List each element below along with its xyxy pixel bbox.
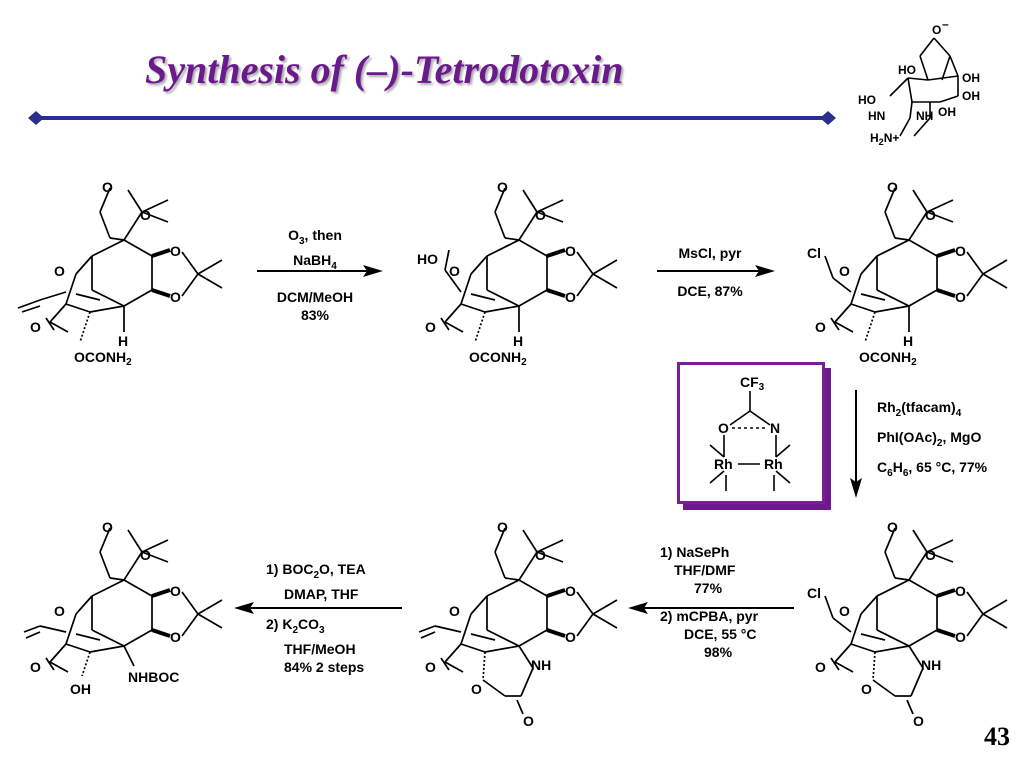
ring-oxygen: O — [839, 263, 850, 279]
ketone-oxygen: O — [425, 659, 436, 675]
ring-oxygen: O — [449, 603, 460, 619]
carbamate-nh: NH — [921, 657, 941, 673]
ketone-oxygen: O — [815, 319, 826, 335]
ketal-oxygen-1: O — [497, 179, 508, 195]
chloro-label: Cl — [807, 245, 821, 261]
nhboc-label: NHBOC — [128, 669, 179, 685]
step1-conditions: O3, then NaBH4 DCM/MeOH 83% — [276, 227, 354, 323]
step2-conditions: MsCl, pyr DCE, 87% — [677, 245, 743, 299]
carbamate-label: OCONH2 — [469, 349, 527, 368]
step3-conditions: Rh2(tfacam)4 PhI(OAc)2, MgO C6H6, 65 °C,… — [877, 399, 988, 479]
svg-text:NH: NH — [916, 109, 933, 123]
ketone-oxygen: O — [30, 659, 41, 675]
ketal-oxygen-2: O — [925, 547, 936, 563]
acetonide-oxygen-1: O — [170, 583, 181, 599]
svg-text:O: O — [932, 23, 941, 37]
svg-text:H2N+: H2N+ — [870, 131, 899, 147]
carbamate-label: OCONH2 — [74, 349, 132, 368]
svg-text:OH: OH — [938, 105, 956, 119]
catalyst-box: CF3 O N Rh Rh — [677, 362, 825, 504]
svg-text:–: – — [942, 18, 949, 31]
svg-text:HN: HN — [868, 109, 885, 123]
carbamate-oxygen: O — [861, 681, 872, 697]
carbamate-oxygen: O — [471, 681, 482, 697]
bridgehead-h: H — [903, 333, 913, 349]
page-title: Synthesis of (–)-Tetrodotoxin — [145, 47, 624, 92]
step5-conditions: 1) BOC2O, TEA DMAP, THF 2) K2CO3 THF/MeO… — [266, 561, 366, 675]
svg-text:O: O — [718, 420, 729, 436]
acetonide-oxygen-2: O — [565, 289, 576, 305]
svg-text:HO: HO — [858, 93, 876, 107]
acetonide-oxygen-1: O — [565, 243, 576, 259]
ketal-oxygen-1: O — [887, 179, 898, 195]
acetonide-oxygen-2: O — [170, 289, 181, 305]
ring-oxygen: O — [839, 603, 850, 619]
tetrodotoxin-structure: O – HO OH OH HO HN NH OH H2N+ — [858, 18, 980, 147]
step4-conditions: 1) NaSePh THF/DMF 77% 2) mCPBA, pyr DCE,… — [660, 544, 759, 660]
svg-text:CF3: CF3 — [740, 374, 765, 393]
page-number: 43 — [984, 722, 1010, 751]
rh-catalyst-structure: CF3 O N Rh Rh — [709, 374, 791, 491]
ketal-oxygen-2: O — [535, 547, 546, 563]
chloro-label: Cl — [807, 585, 821, 601]
ketone-oxygen: O — [425, 319, 436, 335]
carbamate-nh: NH — [531, 657, 551, 673]
bridgehead-h: H — [513, 333, 523, 349]
acetonide-oxygen-2: O — [955, 629, 966, 645]
svg-text:N: N — [770, 420, 780, 436]
step4-arrow — [628, 602, 794, 614]
ketal-oxygen-1: O — [102, 519, 113, 535]
acetonide-oxygen-2: O — [170, 629, 181, 645]
acetonide-oxygen-1: O — [565, 583, 576, 599]
acetonide-oxygen-2: O — [565, 629, 576, 645]
step3-arrow — [850, 390, 862, 498]
ketal-oxygen-1: O — [497, 519, 508, 535]
rule-diamond-left — [28, 111, 44, 125]
ring-oxygen: O — [54, 603, 65, 619]
step1-arrow — [257, 265, 383, 277]
step5-arrow — [234, 602, 402, 614]
ketal-oxygen-1: O — [887, 519, 898, 535]
step2-arrow — [657, 265, 775, 277]
rule-diamond-right — [820, 111, 836, 125]
compound-5: O O O O O O NH O O — [405, 500, 635, 729]
title-rule — [28, 111, 836, 125]
ketal-oxygen-2: O — [535, 207, 546, 223]
acetonide-oxygen-2: O — [955, 289, 966, 305]
ketal-oxygen-2: O — [925, 207, 936, 223]
ring-oxygen: O — [449, 263, 460, 279]
svg-text:OH: OH — [962, 71, 980, 85]
svg-text:OH: OH — [962, 89, 980, 103]
bridgehead-h: H — [118, 333, 128, 349]
acetonide-oxygen-1: O — [955, 583, 966, 599]
carbamate-label: OCONH2 — [859, 349, 917, 368]
hydroxyl-label: OH — [70, 681, 91, 697]
ketone-oxygen: O — [30, 319, 41, 335]
ketal-oxygen-2: O — [140, 547, 151, 563]
carbamate-carbonyl-oxygen: O — [913, 713, 924, 729]
svg-text:Rh: Rh — [714, 456, 733, 472]
ketal-oxygen-1: O — [102, 179, 113, 195]
svg-text:Rh: Rh — [764, 456, 783, 472]
svg-text:HO: HO — [898, 63, 916, 77]
carbamate-carbonyl-oxygen: O — [523, 713, 534, 729]
ketone-oxygen: O — [815, 659, 826, 675]
ring-oxygen: O — [54, 263, 65, 279]
acetonide-oxygen-1: O — [170, 243, 181, 259]
compound-6: O O O O O O NHBOC OH — [10, 500, 240, 725]
hydroxyl-label: HO — [417, 251, 438, 267]
ketal-oxygen-2: O — [140, 207, 151, 223]
acetonide-oxygen-1: O — [955, 243, 966, 259]
